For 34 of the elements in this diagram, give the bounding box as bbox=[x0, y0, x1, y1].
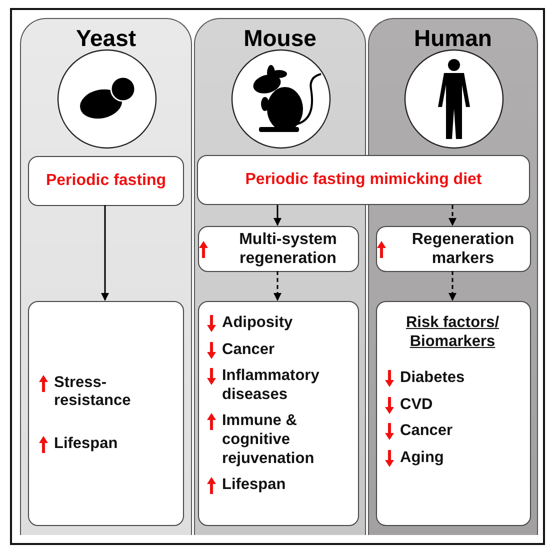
treatment-text: Periodic fasting bbox=[46, 172, 166, 190]
arrow bbox=[448, 271, 456, 301]
outcome-box bbox=[28, 301, 184, 526]
outcome-text: Aging bbox=[400, 448, 444, 468]
outcome-text: Inflammatory diseases bbox=[222, 367, 320, 404]
outcome-text: Multi-system regeneration bbox=[238, 230, 338, 268]
outcome-text: Lifespan bbox=[54, 434, 118, 454]
column-heading: Human bbox=[413, 25, 493, 52]
outcome-text: Immune & cognitive rejuvenation bbox=[222, 412, 316, 468]
outcome-box bbox=[376, 301, 531, 526]
arrow bbox=[274, 205, 282, 226]
treatment-box bbox=[28, 156, 184, 206]
column-panel bbox=[194, 18, 366, 535]
arrow bbox=[101, 205, 109, 301]
effect-box bbox=[376, 226, 531, 272]
outcome-text: Diabetes bbox=[400, 369, 465, 388]
outcome-text: Regeneration markers bbox=[410, 230, 516, 268]
outcome-text: Stress-resistance bbox=[54, 374, 132, 411]
outcome-text: Lifespan bbox=[222, 476, 286, 495]
column-heading: Yeast bbox=[74, 25, 138, 52]
treatment-text: Periodic fasting mimicking diet bbox=[245, 171, 482, 189]
arrow bbox=[274, 271, 282, 301]
column-heading: Mouse bbox=[242, 25, 318, 52]
column-panel bbox=[20, 18, 192, 535]
outcome-text: Risk factors/ Biomarkers bbox=[404, 314, 500, 352]
outcome-text: Cancer bbox=[222, 340, 275, 360]
outcome-text: Adiposity bbox=[222, 314, 293, 333]
outcome-box bbox=[198, 301, 359, 526]
outcome-text: Cancer bbox=[400, 422, 453, 441]
outcome-text: CVD bbox=[400, 396, 433, 414]
treatment-box bbox=[197, 155, 530, 205]
arrow bbox=[448, 205, 456, 226]
effect-box bbox=[198, 226, 359, 272]
column-panel bbox=[368, 18, 538, 535]
